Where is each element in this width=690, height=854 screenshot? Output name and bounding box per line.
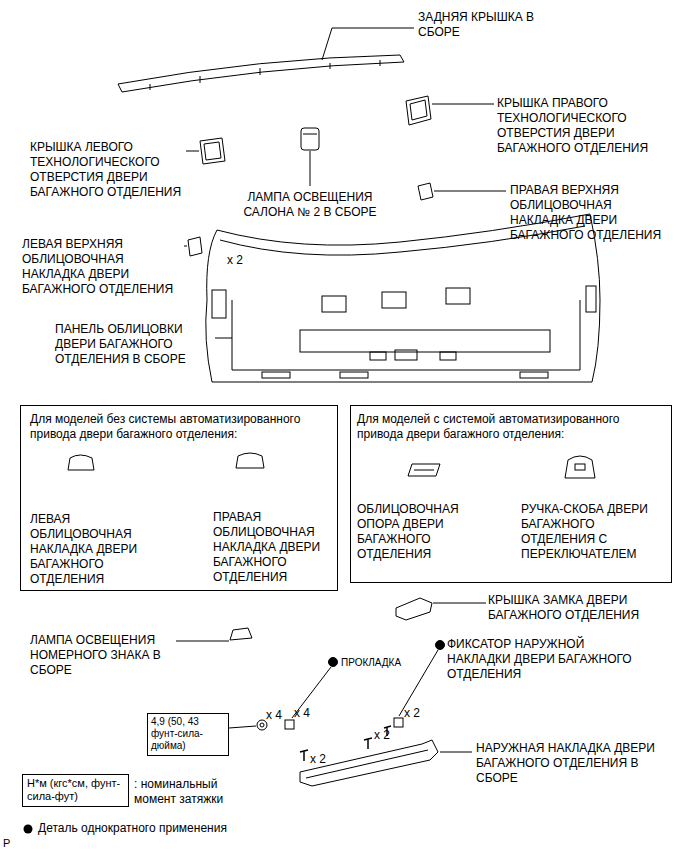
variant-box: 4,9 (50, 43 фунт-сила-дюйма) bbox=[147, 713, 229, 756]
quantity-label: x 2 bbox=[227, 253, 243, 268]
quantity-label: x 2 bbox=[374, 728, 390, 743]
part-label: P bbox=[3, 836, 10, 850]
part-label: : номинальный момент затяжки bbox=[134, 777, 254, 807]
quantity-label: x 2 bbox=[310, 752, 326, 767]
part-label: НАРУЖНАЯ НАКЛАДКА ДВЕРИ БАГАЖНОГО ОТДЕЛЕ… bbox=[476, 741, 661, 786]
variant-box: Н*м (кгс*см, фунт-сила-фут) bbox=[22, 774, 129, 807]
part-label: 4,9 (50, 43 фунт-сила-дюйма) bbox=[151, 716, 227, 752]
part-label: ЛЕВАЯ ОБЛИЦОВОЧНАЯ НАКЛАДКА ДВЕРИ БАГАЖН… bbox=[30, 512, 150, 587]
variant-box: Для моделей без системы автоматизированн… bbox=[20, 405, 338, 591]
part-label: ФИКСАТОР НАРУЖНОЙ НАКЛАДКИ ДВЕРИ БАГАЖНО… bbox=[447, 637, 647, 682]
part-label: Н*м (кгс*см, фунт-сила-фут) bbox=[27, 777, 127, 803]
part-label: ПРАВАЯ ВЕРХНЯЯ ОБЛИЦОВОЧНАЯ НАКЛАДКА ДВЕ… bbox=[510, 183, 675, 243]
part-label: КРЫШКА ЗАМКА ДВЕРИ БАГАЖНОГО ОТДЕЛЕНИЯ bbox=[488, 593, 668, 623]
quantity-label: x 4 bbox=[294, 706, 310, 721]
part-label: ПРОКЛАДКА bbox=[341, 656, 401, 669]
part-label: КРЫШКА ЛЕВОГО ТЕХНОЛОГИЧЕСКОГО ОТВЕРСТИЯ… bbox=[30, 140, 185, 200]
box-heading: Для моделей с системой автоматизированно… bbox=[357, 412, 665, 442]
quantity-label: x 2 bbox=[404, 706, 420, 721]
part-label: ЛАМПА ОСВЕЩЕНИЯ САЛОНА № 2 В СБОРЕ bbox=[232, 190, 388, 220]
part-label: КРЫШКА ПРАВОГО ТЕХНОЛОГИЧЕСКОГО ОТВЕРСТИ… bbox=[497, 96, 679, 156]
legend-row: Деталь однократного применения bbox=[22, 821, 227, 836]
variant-box: Для моделей с системой автоматизированно… bbox=[350, 405, 672, 583]
part-label: ЗАДНЯЯ КРЫШКА В СБОРЕ bbox=[418, 10, 538, 40]
single-use-dot bbox=[22, 823, 34, 835]
part-label: ПАНЕЛЬ ОБЛИЦОВКИ ДВЕРИ БАГАЖНОГО ОТДЕЛЕН… bbox=[55, 322, 215, 367]
box-heading: Для моделей без системы автоматизированн… bbox=[30, 412, 328, 442]
part-label: РУЧКА-СКОБА ДВЕРИ БАГАЖНОГО ОТДЕЛЕНИЯ С … bbox=[521, 502, 666, 562]
legend-text: Деталь однократного применения bbox=[38, 821, 227, 836]
part-label: ЛЕВАЯ ВЕРХНЯЯ ОБЛИЦОВОЧНАЯ НАКЛАДКА ДВЕР… bbox=[22, 237, 182, 297]
part-label: ПРАВАЯ ОБЛИЦОВОЧНАЯ НАКЛАДКА ДВЕРИ БАГАЖ… bbox=[213, 510, 335, 585]
part-label: ЛАМПА ОСВЕЩЕНИЯ НОМЕРНОГО ЗНАКА В СБОРЕ bbox=[30, 633, 175, 678]
quantity-label: x 4 bbox=[266, 708, 282, 723]
part-label: ОБЛИЦОВОЧНАЯ ОПОРА ДВЕРИ БАГАЖНОГО ОТДЕЛ… bbox=[357, 502, 482, 562]
